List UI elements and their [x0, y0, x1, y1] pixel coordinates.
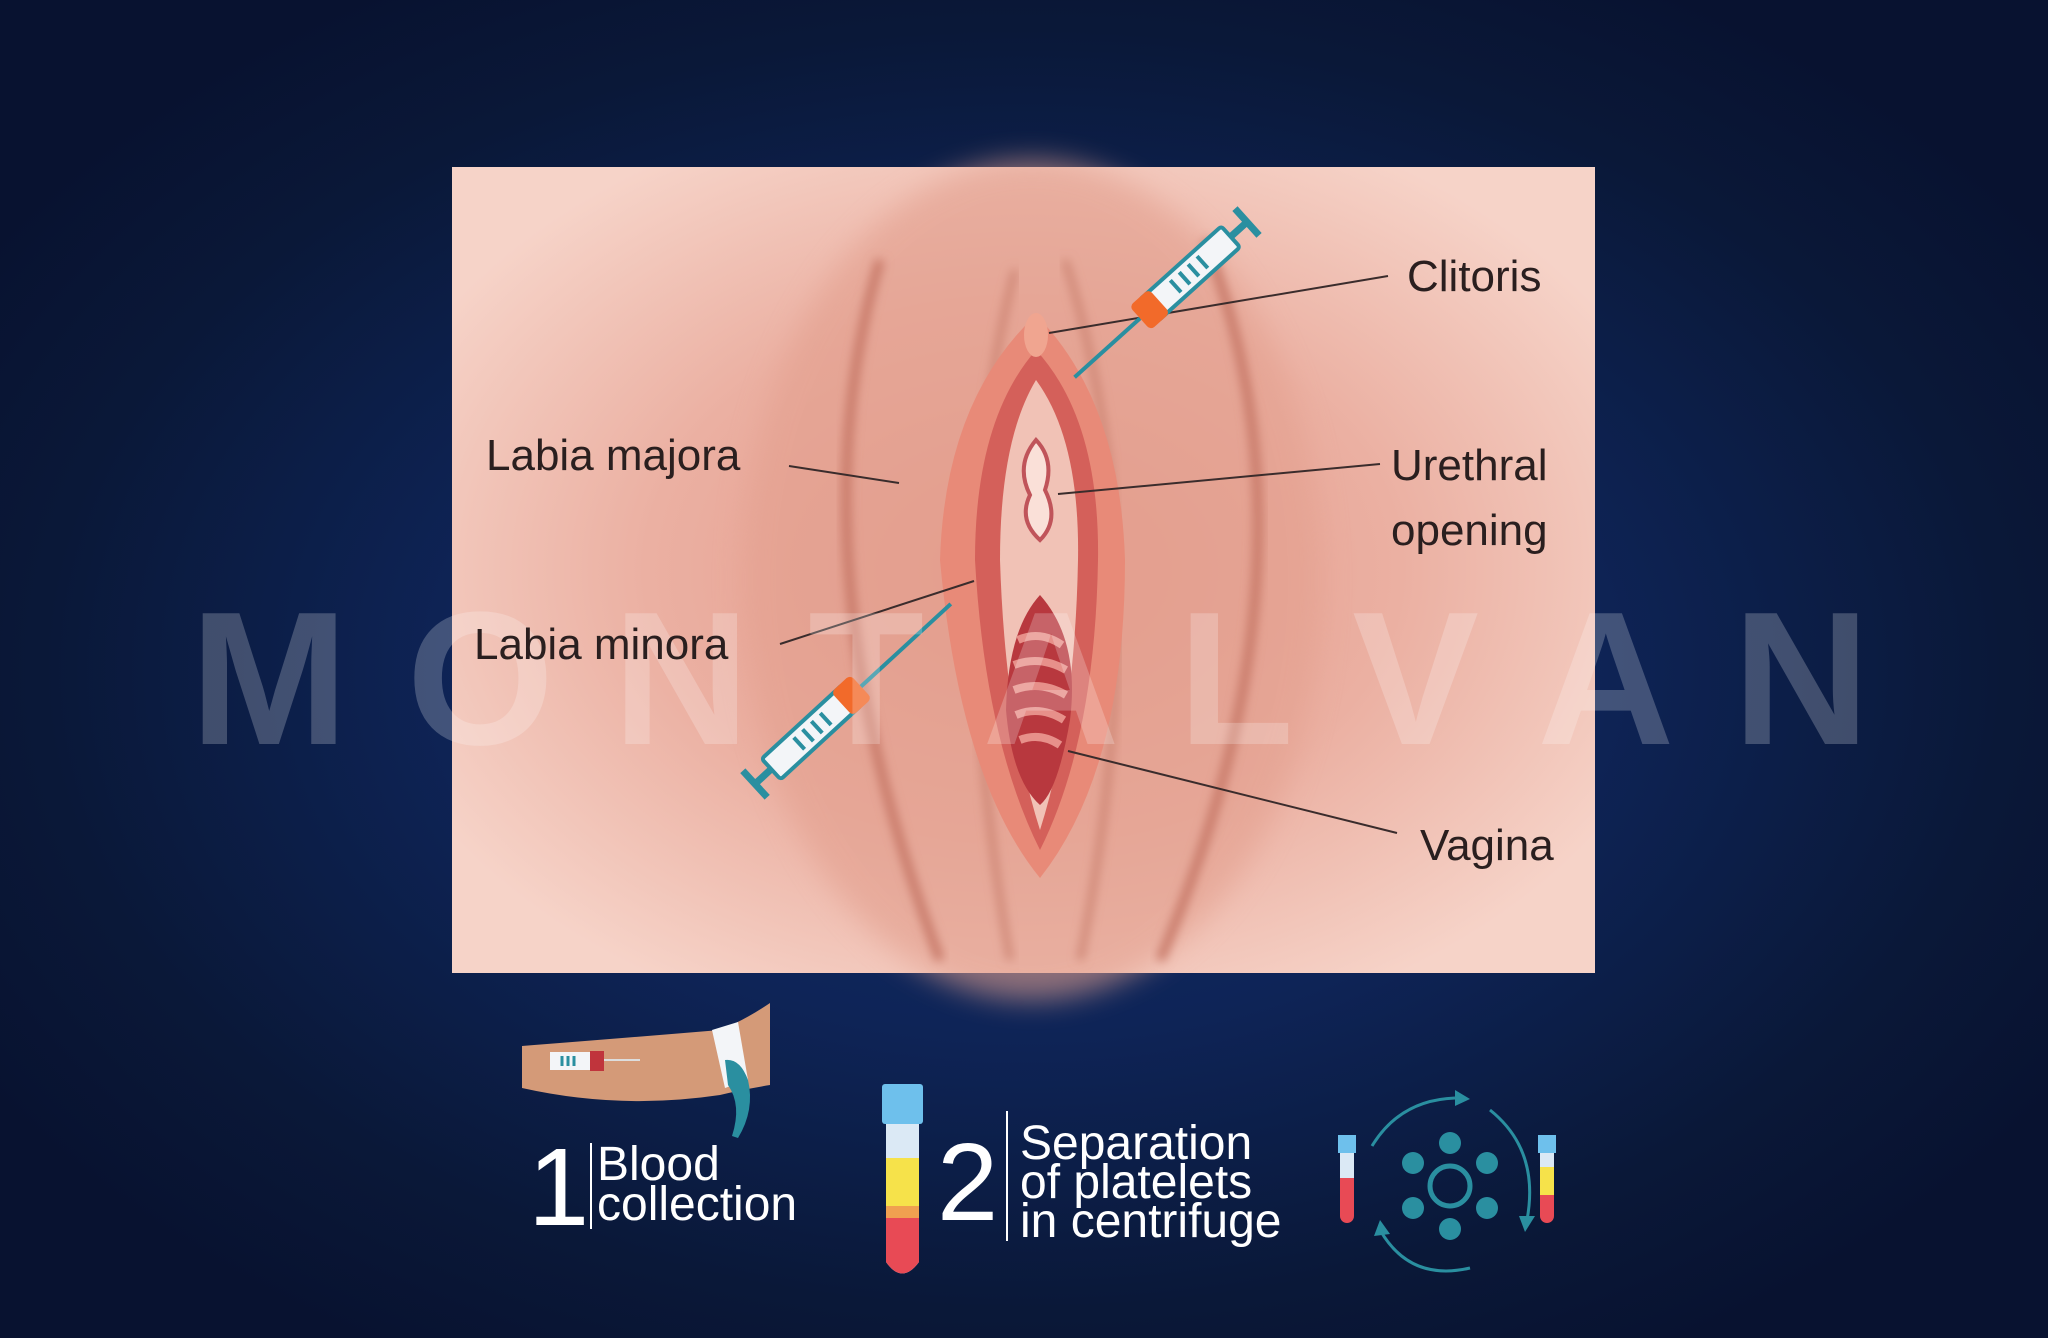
arm-blood-collection-icon: [522, 1003, 770, 1138]
vagina-line: [1067, 750, 1398, 834]
label-clitoris: Clitoris: [1407, 252, 1542, 301]
divider: [1006, 1111, 1008, 1241]
label-labia-majora: Labia majora: [486, 431, 741, 480]
step-text-line: in centrifuge: [1020, 1195, 1282, 1248]
step-text-line: Blood: [597, 1138, 720, 1191]
labia-majora-line: [788, 465, 900, 484]
test-tube-icon: [882, 1084, 923, 1274]
step-text-line: of platelets: [1020, 1156, 1253, 1209]
label-labia-minora: Labia minora: [474, 620, 729, 669]
step-text-line: Separation: [1020, 1117, 1253, 1170]
watermark-letter: N: [612, 573, 750, 785]
vulva-illustration: [940, 313, 1125, 878]
label-urethral-opening-line1: Urethral: [1391, 441, 1548, 490]
step-number: 2: [937, 1121, 999, 1244]
label-urethral-opening-line2: opening: [1391, 506, 1548, 555]
clitoris-line: [1048, 275, 1389, 334]
syringe-icon-bottom: [740, 602, 953, 800]
syringe-icon-top: [1073, 206, 1262, 379]
urethral-line: [1057, 463, 1381, 495]
label-vagina: Vagina: [1420, 821, 1554, 870]
step-text-line: collection: [597, 1178, 798, 1231]
labia-minora-line: [779, 580, 975, 645]
watermark-letter: V: [1352, 573, 1479, 785]
watermark-letter: N: [1732, 573, 1870, 785]
watermark-letter: L: [1177, 573, 1294, 785]
watermark-letter: O: [406, 573, 555, 785]
watermark: M O N T A L V A N: [190, 570, 1870, 788]
label-leader-lines: [779, 275, 1398, 834]
watermark-letter: A: [982, 573, 1120, 785]
watermark-letter: A: [1537, 573, 1675, 785]
centrifuge-icon: [1338, 1090, 1556, 1273]
step-number: 1: [528, 1126, 590, 1249]
watermark-letter: T: [808, 573, 925, 785]
watermark-letter: M: [190, 573, 349, 785]
divider: [590, 1143, 592, 1229]
